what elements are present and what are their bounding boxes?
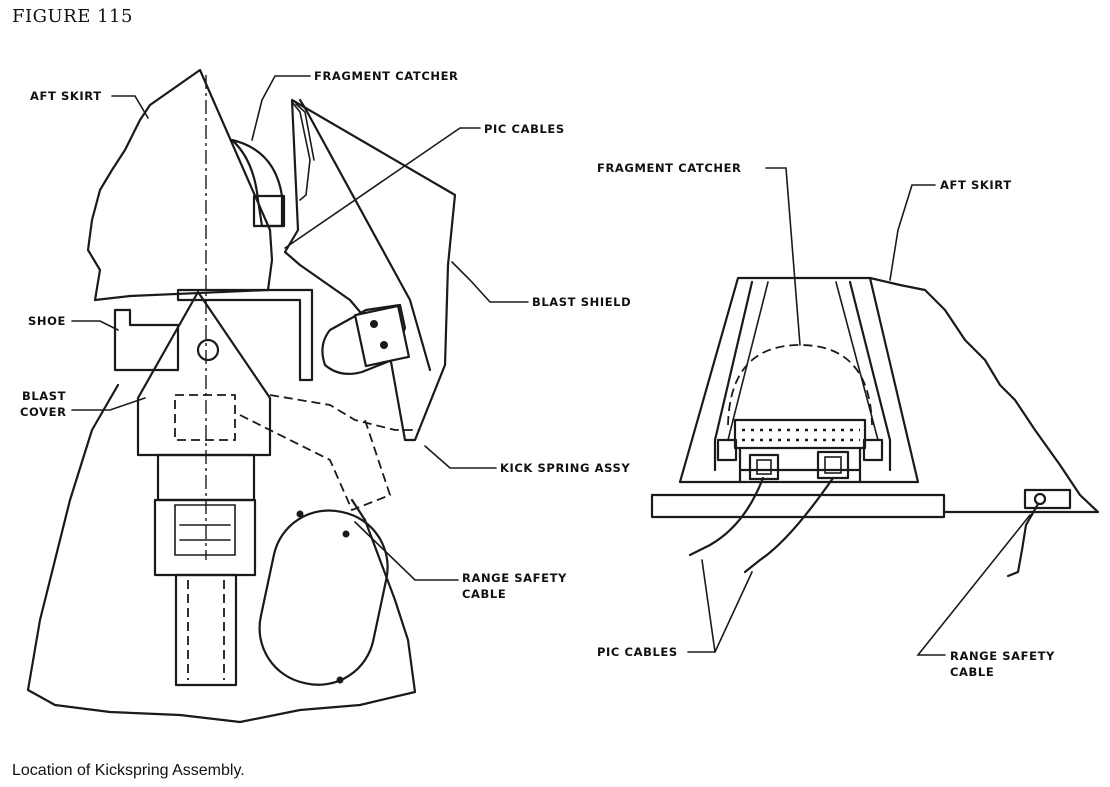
label-right-range-safety-1: RANGE SAFETY: [950, 649, 1055, 663]
leader-left-pic-cables: [284, 127, 481, 249]
figure-caption: Location of Kickspring Assembly.: [12, 762, 245, 779]
leader-right-fragment-catcher: [765, 167, 801, 346]
label-left-aft-skirt: AFT SKIRT: [30, 89, 102, 103]
label-left-pic-cables: PIC CABLES: [484, 122, 565, 136]
label-right-aft-skirt: AFT SKIRT: [940, 178, 1012, 192]
left-blast-shield-edge: [298, 98, 432, 372]
right-aft-skirt-outline: [868, 276, 1100, 514]
right-connector-1: [748, 453, 780, 481]
leader-left-range-safety: [354, 521, 459, 581]
left-canister-screw-3: [336, 676, 344, 684]
left-lower-tube-detail: [187, 580, 225, 680]
leader-left-blast-cover: [71, 397, 146, 411]
leader-left-kick-spring: [424, 445, 497, 469]
left-kick-spring-plate: [353, 304, 411, 368]
left-blast-cover-inner: [174, 394, 236, 441]
label-left-fragment-catcher: FRAGMENT CATCHER: [314, 69, 459, 83]
right-housing-outer: [678, 276, 920, 484]
left-shield-hook: [291, 101, 315, 201]
right-connector-2: [816, 450, 850, 480]
left-mid-cylinder-detail: [174, 504, 236, 556]
label-left-range-safety-1: RANGE SAFETY: [462, 571, 567, 585]
left-aft-skirt-outline: [86, 68, 274, 302]
left-lower-tube: [174, 573, 238, 687]
right-connector-2-inner: [824, 456, 842, 474]
left-lower-skirt: [26, 383, 417, 724]
label-left-kick-spring: KICK SPRING ASSY: [500, 461, 630, 475]
left-kick-spring-hole-1: [370, 320, 378, 328]
left-blast-cover-bolt: [196, 338, 220, 362]
left-blast-cover: [136, 290, 272, 457]
label-right-range-safety-2: CABLE: [950, 665, 994, 679]
leader-left-fragment-catcher: [251, 75, 311, 141]
label-right-fragment-catcher: FRAGMENT CATCHER: [597, 161, 742, 175]
left-blast-shield-panel: [283, 98, 457, 442]
right-connector-1-inner: [756, 459, 772, 475]
right-terminal-strip: [733, 418, 867, 450]
left-fragment-catcher-block: [252, 194, 286, 228]
leader-right-range-safety: [916, 514, 1031, 656]
label-right-pic-cables: PIC CABLES: [597, 645, 678, 659]
label-left-blast-cover-2: COVER: [20, 405, 67, 419]
right-view: FRAGMENT CATCHER AFT SKIRT PIC CABLES RA…: [597, 161, 1100, 679]
leader-left-aft-skirt: [111, 95, 149, 119]
leader-right-pic-cables: [687, 559, 753, 653]
left-dashed-linkage: [239, 394, 420, 512]
right-base-plate: [650, 493, 946, 519]
label-left-blast-shield: BLAST SHIELD: [532, 295, 631, 309]
right-terminal-side-left: [716, 438, 738, 462]
leader-left-shoe: [71, 320, 119, 331]
label-left-blast-cover-1: BLAST: [22, 389, 66, 403]
right-housing-rail: [727, 281, 879, 441]
left-shoe-outline: [113, 288, 314, 382]
right-range-safety-connector: [1023, 488, 1072, 510]
left-range-safety-canister: [258, 509, 389, 686]
right-housing-inner: [713, 280, 892, 472]
right-range-safety-jack: [1033, 492, 1047, 506]
left-canister-screw-2: [342, 530, 350, 538]
left-view: AFT SKIRT FRAGMENT CATCHER PIC CABLES BL…: [20, 68, 631, 724]
leader-right-aft-skirt: [889, 184, 936, 281]
right-pic-cable-2: [743, 476, 835, 574]
right-connector-box: [738, 446, 862, 484]
right-range-safety-wire: [1006, 502, 1040, 578]
leader-left-blast-shield: [451, 261, 529, 303]
label-left-range-safety-2: CABLE: [462, 587, 506, 601]
right-pic-cable-1: [688, 476, 765, 557]
right-terminal-dots: [742, 428, 860, 442]
left-mid-cylinder: [153, 498, 257, 577]
figure-number: FIGURE 115: [12, 6, 133, 27]
left-kick-spring-hole-2: [380, 341, 388, 349]
left-canister-screw-1: [296, 510, 304, 518]
right-terminal-side-right: [862, 438, 884, 462]
left-fragment-catcher-dome: [230, 138, 284, 228]
right-fragment-catcher-dome: [727, 344, 873, 426]
label-left-shoe: SHOE: [28, 314, 66, 328]
